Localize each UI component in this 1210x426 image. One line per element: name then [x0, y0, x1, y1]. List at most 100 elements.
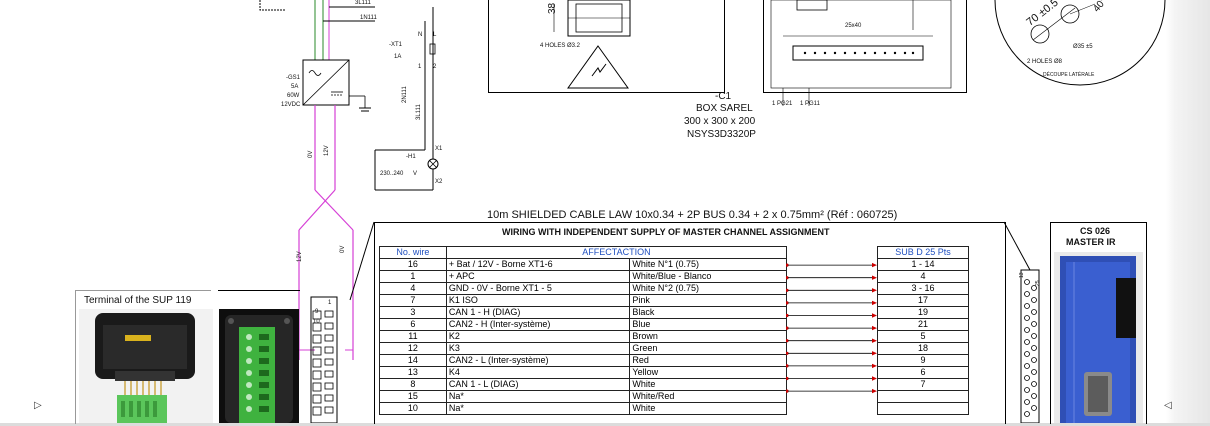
nav-next-arrow[interactable]: ◁ — [1164, 400, 1172, 411]
wire-function: Na* — [445, 402, 631, 415]
xt1-l: L — [433, 32, 437, 38]
sub-d-pin — [877, 390, 969, 403]
terminal-caption: Terminal of the SUP 119 — [84, 295, 192, 306]
wire-label-1n111: 1N111 — [360, 15, 377, 21]
wire-label-12v: 12V — [324, 145, 330, 156]
wire-label-0v: 0V — [308, 150, 314, 158]
wire-number: 10 — [379, 402, 447, 415]
box-side-details — [770, 0, 952, 106]
wire-number: 11 — [379, 330, 447, 343]
wire-label-3l111-b: 3L111 — [416, 104, 422, 120]
power-schematic — [259, 0, 375, 360]
wire-number: 8 — [379, 378, 447, 391]
wire-function: CAN2 - H (Inter-système) — [445, 318, 631, 331]
box-pg11: 1 PG11 — [800, 101, 820, 107]
wire-arrow-head — [872, 288, 877, 293]
sub-d25-connector — [1020, 269, 1040, 423]
arrow-start-dot — [786, 351, 789, 355]
nav-prev-arrow[interactable]: ▷ — [34, 400, 42, 411]
sub-d-row: 4 — [877, 270, 969, 283]
box-ref: NSYS3D3320P — [687, 129, 756, 140]
wire-function: Na* — [445, 390, 631, 403]
wire-function: CAN2 - L (Inter-système) — [445, 354, 631, 367]
sub-d-pin: 4 — [877, 270, 969, 283]
photo-master-ir — [1054, 252, 1143, 423]
wiring-frame — [374, 222, 1006, 424]
frame-diagonals — [349, 221, 1031, 301]
sub-d-pin: 1 - 14 — [877, 258, 969, 271]
box-dim-38: 38 — [547, 2, 558, 14]
wire-arrow-head — [872, 275, 877, 280]
wire-color: White/Red — [629, 390, 787, 403]
wire-number: 7 — [379, 294, 447, 307]
wire-function: + APC — [445, 270, 631, 283]
wire-function: CAN 1 - H (DIAG) — [445, 306, 631, 319]
fuse-lamp-circuit — [374, 7, 439, 191]
sub-d-header-row: SUB D 25 Pts — [877, 246, 969, 259]
wire-arrow-head — [872, 388, 877, 394]
wire-number: 16 — [379, 258, 447, 271]
wire-color: White N°2 (0.75) — [629, 282, 787, 295]
sub-d-row: 21 — [877, 318, 969, 331]
wire-color: Green — [629, 342, 787, 355]
wire-color: Yellow — [629, 366, 787, 379]
wire-arrow-head — [872, 338, 877, 343]
terminal-num-10: 10 — [313, 319, 320, 325]
wire-function: GND - 0V - Borne XT1 - 5 — [445, 282, 631, 295]
sub-d-row: 7 — [877, 378, 969, 391]
wire-number: 1 — [379, 270, 447, 283]
box-mounting-plate — [553, 0, 631, 89]
lateral-cutout-drawing — [994, 0, 1166, 86]
gs1-voltage: 12VDC — [281, 102, 301, 108]
wire-color: Brown — [629, 330, 787, 343]
h1-voltage: 230..240 — [380, 171, 404, 177]
sub-d-row — [877, 390, 969, 403]
sub-d-pin: 5 — [877, 330, 969, 343]
box-holes: 4 HOLES Ø3.2 — [540, 43, 581, 49]
box-size: 300 x 300 x 200 — [684, 116, 756, 127]
sub-d-row — [877, 402, 969, 415]
arrow-start-dot — [786, 263, 789, 267]
arrow-start-dot — [786, 276, 789, 280]
xt1-name: -XT1 — [389, 42, 403, 48]
sub-d-pin: 19 — [877, 306, 969, 319]
master-frame — [1050, 222, 1147, 424]
arrow-start-dot — [786, 288, 789, 292]
photo-sup119-terminal — [79, 309, 213, 423]
xt1-rating: 1A — [394, 54, 402, 60]
sub-d-pin: 6 — [877, 366, 969, 379]
sub-d-row: 5 — [877, 330, 969, 343]
wire-label-2n111: 2N111 — [402, 86, 408, 103]
xt1-2: 2 — [433, 64, 437, 70]
header-no-wire: No. wire — [379, 246, 447, 259]
wire-arrow-head — [872, 351, 877, 356]
sub-d-pin: 7 — [877, 378, 969, 391]
xt1-n: N — [418, 32, 423, 38]
sub-d-pin: 3 - 16 — [877, 282, 969, 295]
arrow-start-dot — [786, 301, 789, 305]
wiring-table: No. wire AFFECTACTION 16+ Bat / 12V - Bo… — [379, 246, 788, 415]
db25-pin-25: 25 — [1035, 280, 1041, 286]
terminal-num-1: 1 — [328, 300, 332, 306]
cutout-holes: 2 HOLES Ø8 — [1027, 59, 1063, 65]
arrow-start-dot — [786, 389, 789, 393]
cable-title: 10m SHIELDED CABLE LAW 10x0.34 + 2P BUS … — [487, 209, 898, 221]
xt1-1: 1 — [418, 64, 422, 70]
wire-function: K2 — [445, 330, 631, 343]
box-title: BOX SAREL — [696, 103, 753, 114]
sub-d-pin — [877, 402, 969, 415]
arrow-start-dot — [786, 326, 789, 330]
sub-d-row: 9 — [877, 354, 969, 367]
wire-color: Blue — [629, 318, 787, 331]
wire-arrow-head — [872, 262, 877, 268]
wire-number: 4 — [379, 282, 447, 295]
photo-divider — [218, 290, 300, 291]
wire-number: 3 — [379, 306, 447, 319]
